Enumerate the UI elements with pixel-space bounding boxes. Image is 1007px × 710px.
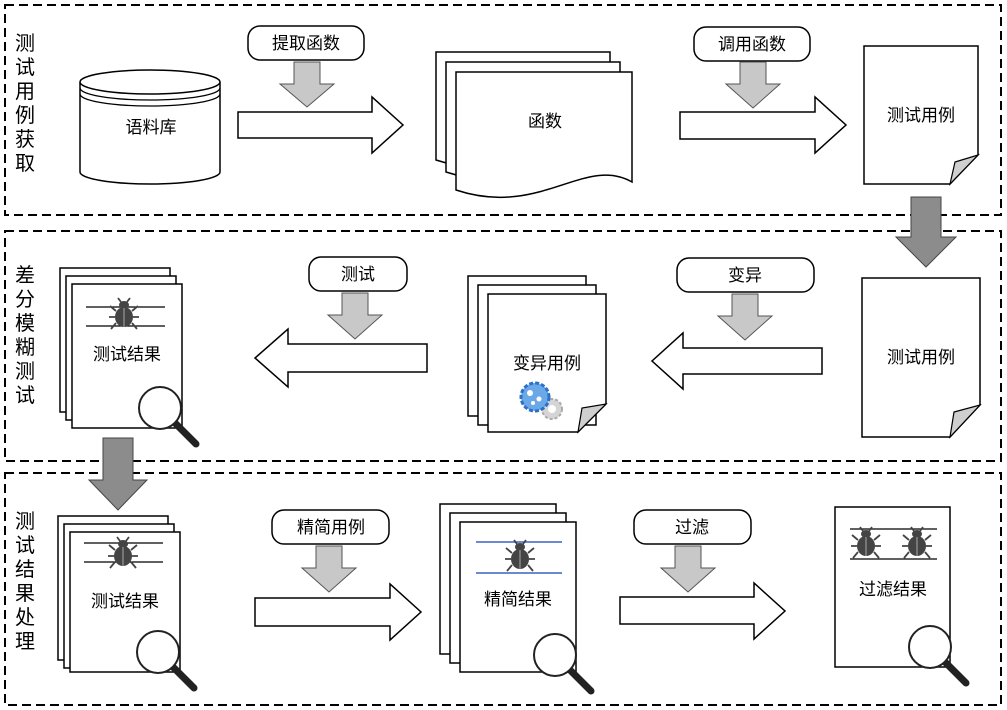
testcase-document-icon-1 [863,45,981,186]
section-frame-processing [4,472,1002,706]
mutate-step-badge [676,257,815,293]
test-results-label-2: 测试结果 [91,592,159,612]
test-results-document-stack-icon-2 [57,515,194,688]
corpus-label: 语料库 [126,118,177,138]
mutate-left-arrow-icon [650,331,823,391]
call-right-arrow-icon [679,95,848,155]
mutated-cases-document-stack-icon [467,275,608,434]
call-step-label: 调用函数 [718,35,786,55]
testcase-label-1: 测试用例 [887,106,955,126]
corpus-database-icon [79,69,221,185]
filter-step-badge [633,509,752,545]
filtered-results-document-icon [834,506,966,683]
section-frame-acquisition [4,4,1002,216]
testcase-document-icon-2 [861,277,982,439]
reduced-results-label: 精简结果 [484,590,552,610]
filtered-results-label: 过滤结果 [859,580,927,600]
extract-right-arrow-icon [237,95,405,155]
filter-step-label: 过滤 [675,518,709,538]
test-step-label: 测试 [341,265,375,285]
reduce-right-arrow-icon [254,582,423,642]
call-down-arrow-icon [724,61,782,109]
section-title-processing: 测试结果处理 [15,509,35,653]
section-title-acquisition: 测试用例获取 [15,31,35,175]
mutation-gears-icon [519,381,563,420]
extract-down-arrow-icon [278,61,336,108]
filter-right-arrow-icon [619,581,787,641]
extract-step-label: 提取函数 [272,34,340,54]
mutate-step-label: 变异 [728,266,762,286]
reduced-results-document-stack-icon [439,503,591,691]
filter-down-arrow-icon [659,545,717,593]
reduce-down-arrow-icon [300,545,358,593]
test-results-document-stack-icon-1 [59,267,196,444]
mutated-cases-label: 变异用例 [513,354,581,374]
call-step-badge [693,26,811,62]
section-title-fuzzing: 差分模糊测试 [15,263,35,407]
test-down-arrow-icon [326,292,384,340]
functions-document-stack-icon [435,51,633,199]
test-step-badge [308,256,408,292]
test-results-label-1: 测试结果 [93,345,161,365]
connector-arrow-row2-to-row3-icon [87,437,149,511]
extract-step-badge [247,25,365,61]
mutate-down-arrow-icon [716,293,774,341]
section-frame-fuzzing [4,230,1002,462]
reduce-step-label: 精简用例 [297,518,365,538]
testcase-label-2: 测试用例 [887,348,955,368]
test-left-arrow-icon [253,327,428,389]
functions-label: 函数 [528,112,562,132]
reduce-step-badge [271,509,390,545]
connector-arrow-row1-to-row2-icon [894,196,958,268]
